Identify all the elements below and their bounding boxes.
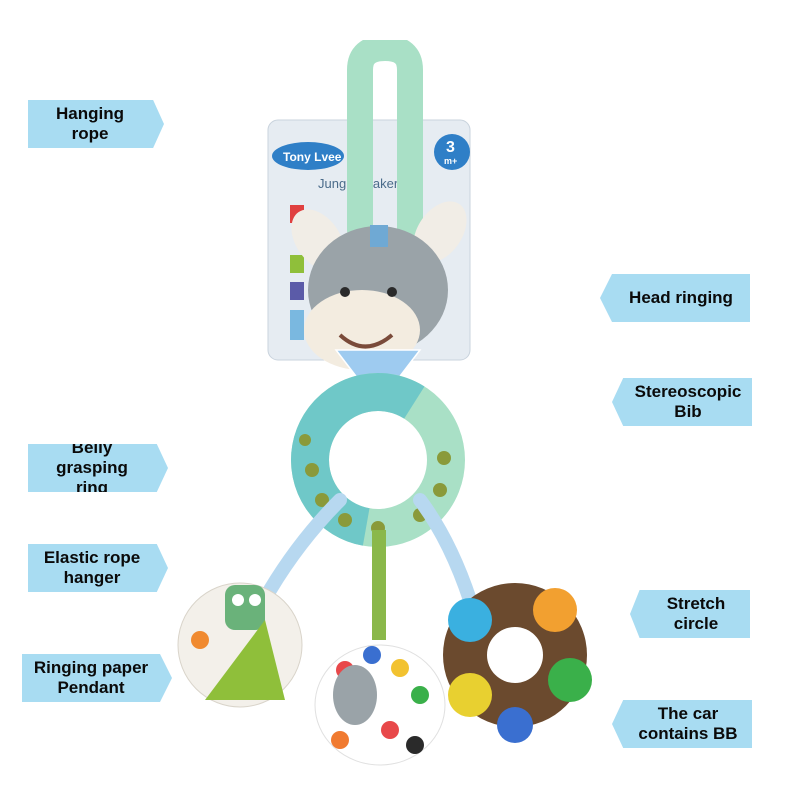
label-hanging-rope-text: Hanging rope [56,104,124,143]
label-elastic-rope-hanger: Elastic rope hanger [28,544,168,592]
age-number: 3 [446,139,455,156]
label-stretch-circle: Stretch circle [630,590,750,638]
label-belly-grasping-ring-text: Belly grasping ring [56,438,128,497]
toy-product-image: Tony Lvee 3 m+ Jung Speaker [177,40,592,766]
label-head-ringing: Head ringing [600,274,750,322]
label-stretch-circle-text: Stretch circle [666,594,726,633]
brand-text: Tony Lvee [283,150,342,164]
stretch-circle [443,583,592,743]
label-head-ringing-text: Head ringing [629,288,733,307]
brand-badge [272,142,344,170]
label-car-contains-bb-text: The car contains BB [638,704,738,743]
belly-grasping-ring [291,373,465,547]
ringing-paper-pendant [177,582,303,708]
age-unit: m+ [444,156,457,166]
label-ringing-paper-pendant: Ringing paper Pendant [22,654,172,702]
label-stereoscopic-bib-text: Stereoscopic Bib [634,382,742,421]
hanging-rope [347,40,423,243]
label-ringing-paper-pendant-text: Ringing paper Pendant [33,658,149,697]
label-belly-grasping-ring: Belly grasping ring [28,444,168,492]
label-stereoscopic-bib: Stereoscopic Bib [612,378,752,426]
elastic-rope-hanger [263,493,477,640]
car-pendant [314,644,446,766]
age-badge [434,134,470,170]
label-elastic-rope-hanger-text: Elastic rope hanger [43,548,141,587]
label-hanging-rope: Hanging rope [28,100,164,148]
label-car-contains-bb: The car contains BB [612,700,752,748]
